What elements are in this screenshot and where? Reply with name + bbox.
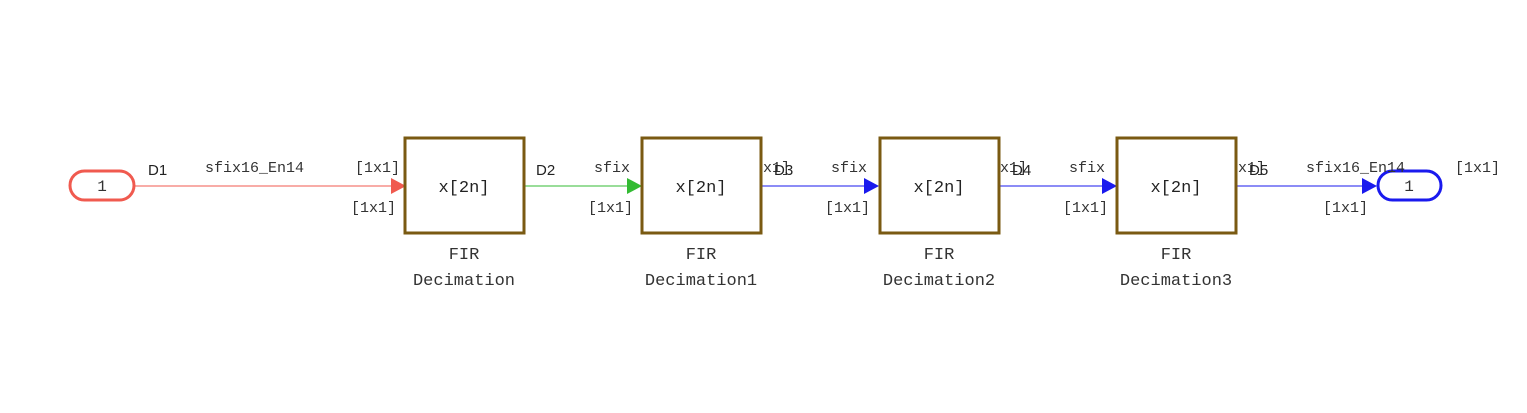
block-name-line1: FIR — [924, 246, 955, 265]
signal-dims-top-d5: [1x1] — [1455, 160, 1500, 177]
fir-decimation3-block[interactable]: x[2n] FIR Decimation3 — [1115, 136, 1238, 291]
signal-dims-top-d3: x1] — [1000, 160, 1027, 177]
signal-name-d3: D3 — [774, 162, 793, 179]
signal-dims-bottom-d5: [1x1] — [1323, 200, 1368, 217]
fir-decimation-block[interactable]: x[2n] FIR Decimation — [403, 136, 526, 291]
signal-type-d2: sfix — [594, 160, 630, 177]
signal-dims-top-d4: x1] — [1238, 160, 1265, 177]
signal-type-d4: sfix — [1069, 160, 1105, 177]
block-text: x[2n] — [1150, 179, 1201, 198]
signal-dims-bottom-d4: [1x1] — [1063, 200, 1108, 217]
arrow-head-d2 — [627, 178, 642, 194]
fir-decimation2-block[interactable]: x[2n] FIR Decimation2 — [878, 136, 1001, 291]
block-name-line2: Decimation1 — [645, 272, 757, 291]
signal-type-d3: sfix — [831, 160, 867, 177]
arrow-head-d1 — [391, 178, 406, 194]
signal-dims-bottom-d2: [1x1] — [588, 200, 633, 217]
signal-name-d4: D4 — [1012, 162, 1031, 179]
signal-name-d5: D5 — [1249, 162, 1268, 179]
inport-label: 1 — [97, 178, 107, 196]
block-name-line1: FIR — [1161, 246, 1192, 265]
outport-block[interactable]: 1 — [1376, 169, 1443, 202]
signal-name-d2: D2 — [536, 162, 555, 179]
block-name-line2: Decimation — [413, 272, 515, 291]
block-name-line2: Decimation2 — [883, 272, 995, 291]
signal-name-d1: D1 — [148, 162, 167, 179]
signal-dims-bottom-d3: [1x1] — [825, 200, 870, 217]
signal-dims-bottom-d1: [1x1] — [351, 200, 396, 217]
block-text: x[2n] — [913, 179, 964, 198]
signal-dims-top-d2: x1] — [763, 160, 790, 177]
inport-block[interactable]: 1 — [68, 169, 136, 202]
block-text: x[2n] — [438, 179, 489, 198]
signal-dims-top-d1: [1x1] — [355, 160, 400, 177]
signal-type-d5: sfix16_En14 — [1306, 160, 1405, 177]
outport-label: 1 — [1404, 178, 1414, 196]
block-name-line1: FIR — [686, 246, 717, 265]
block-name-line1: FIR — [449, 246, 480, 265]
signal-type-d1: sfix16_En14 — [205, 160, 304, 177]
arrow-head-d4 — [1102, 178, 1117, 194]
block-name-line2: Decimation3 — [1120, 272, 1232, 291]
arrow-head-d3 — [864, 178, 879, 194]
arrow-head-d5 — [1362, 178, 1377, 194]
fir-decimation1-block[interactable]: x[2n] FIR Decimation1 — [640, 136, 763, 291]
block-text: x[2n] — [675, 179, 726, 198]
